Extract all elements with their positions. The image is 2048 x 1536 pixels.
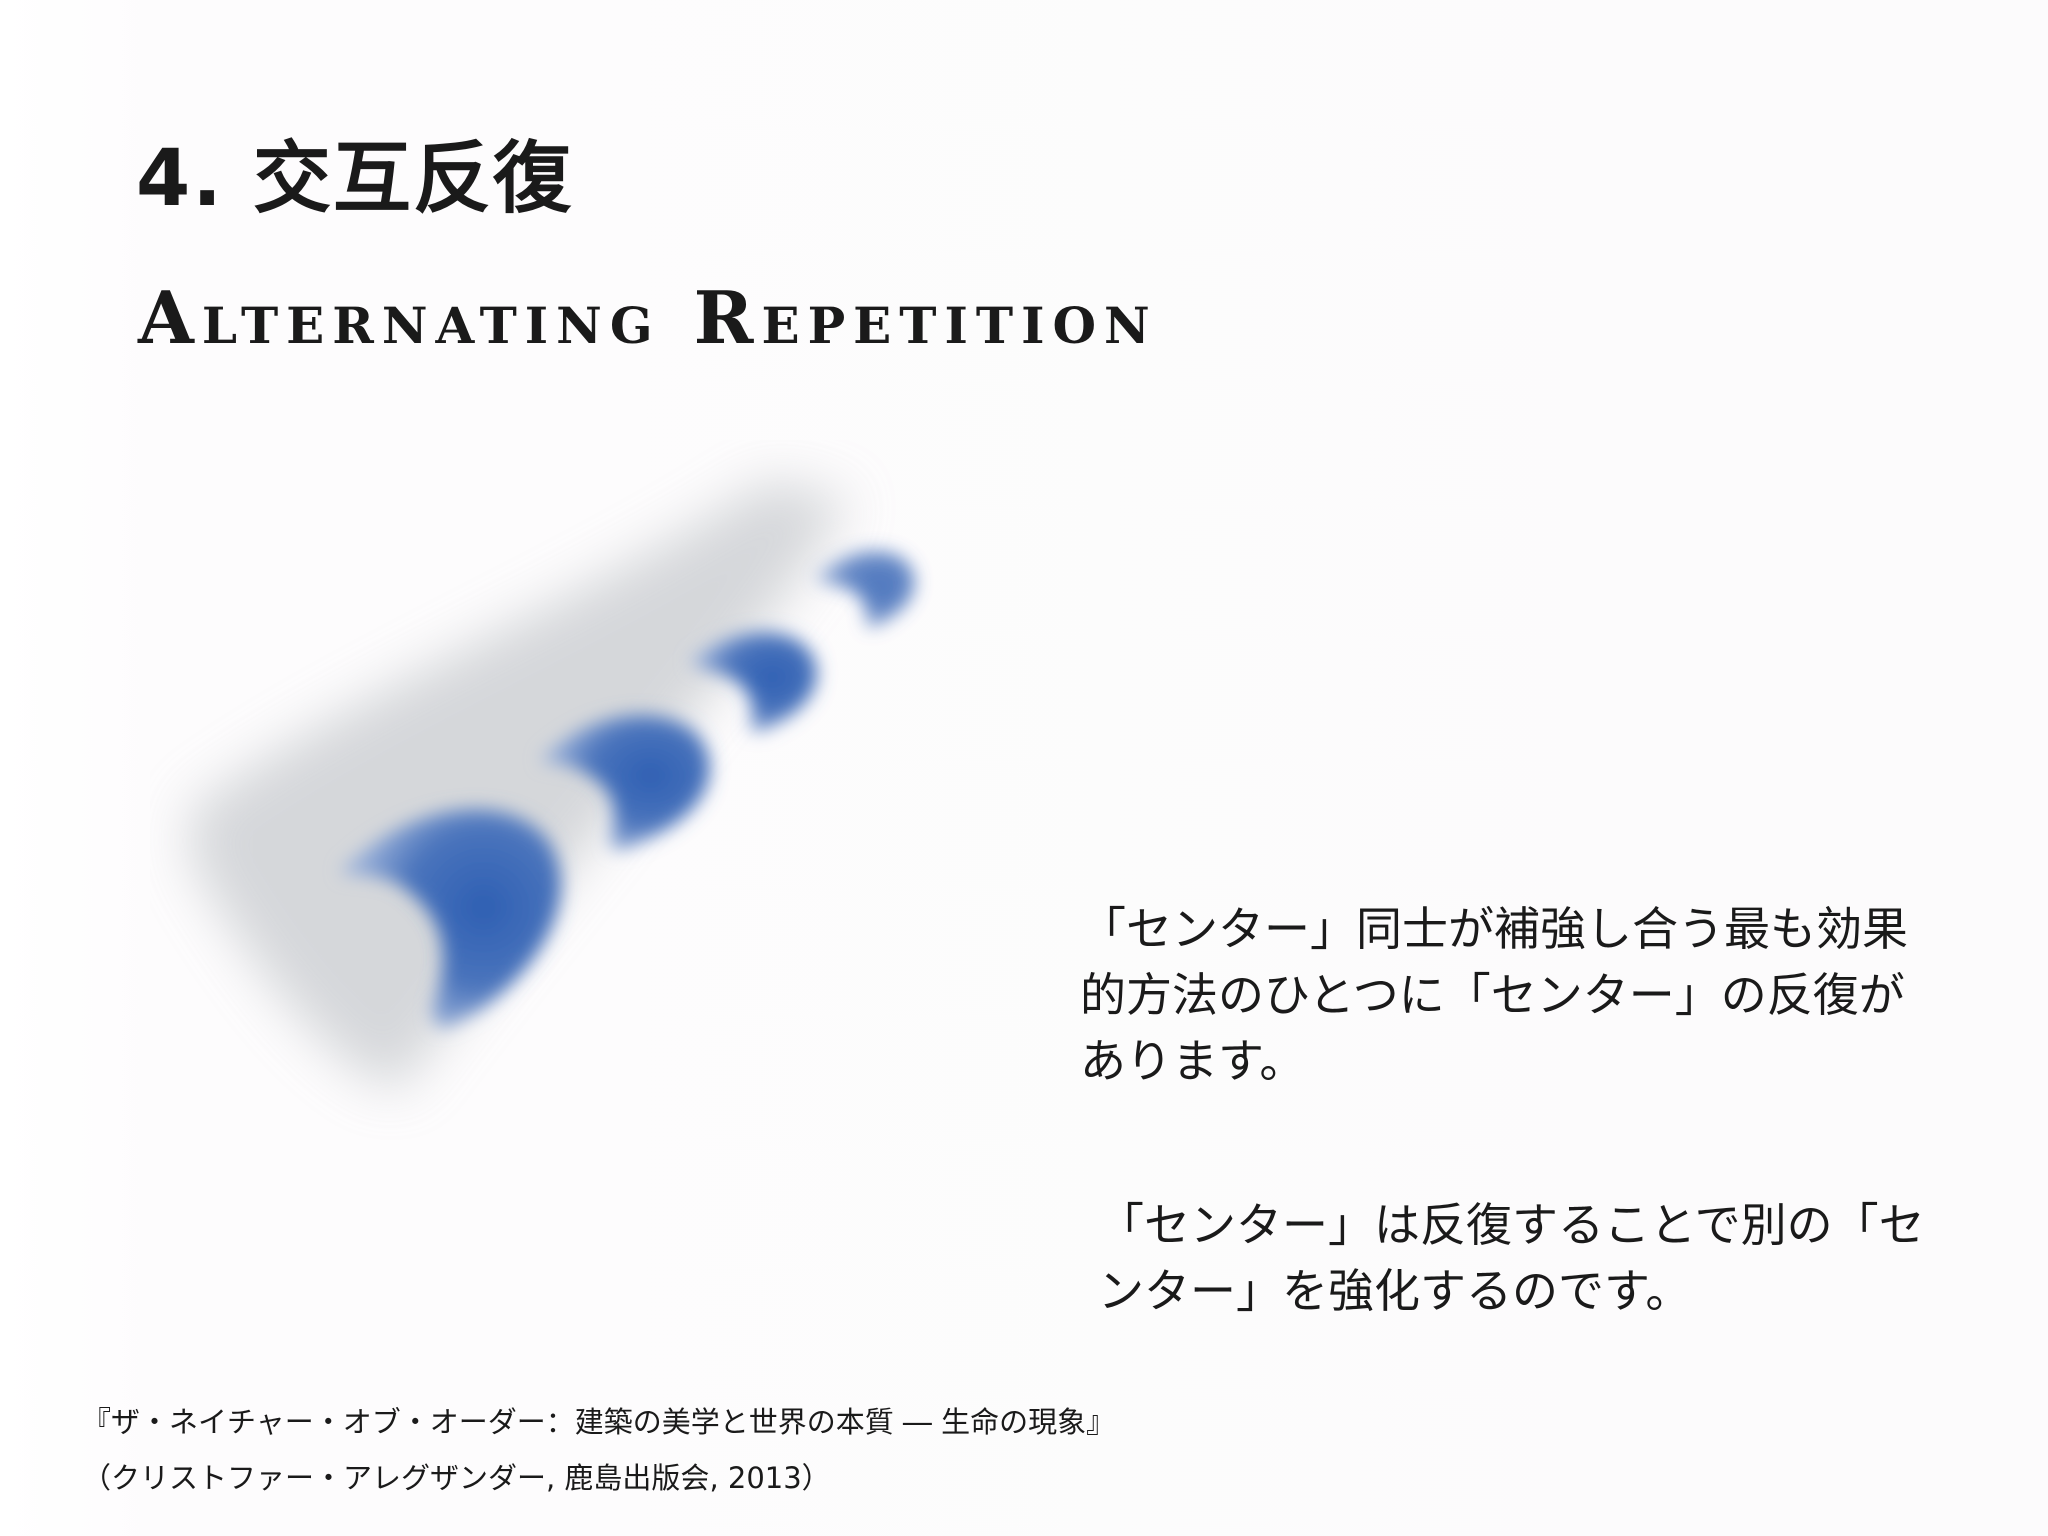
- slide-title: 4. 交互反復: [136, 134, 574, 224]
- center-shape-4: [815, 550, 915, 628]
- slide-subtitle: Alternating Repetition: [138, 275, 1158, 360]
- center-shape-2: [540, 714, 710, 850]
- illustration-svg: [190, 480, 915, 1090]
- body-paragraph-1: 「センター」同士が補強し合う最も効果的方法のひとつに「センター」の反復があります…: [1080, 902, 1908, 1088]
- center-shape-1: [340, 808, 561, 1028]
- alternating-centers-illustration: [150, 440, 1070, 1160]
- soft-band: [190, 480, 850, 1090]
- citation-book-title: 『ザ・ネイチャー・オブ・オーダー：建築の美学と世界の本質 ― 生命の現象』: [82, 1405, 1116, 1439]
- citation-author-publisher: （クリストファー・アレグザンダー, 鹿島出版会, 2013）: [82, 1461, 831, 1495]
- body-paragraph-2: 「センター」は反復することで別の「センター」を強化するのです。: [1098, 1198, 1925, 1318]
- center-shape-3: [690, 631, 818, 733]
